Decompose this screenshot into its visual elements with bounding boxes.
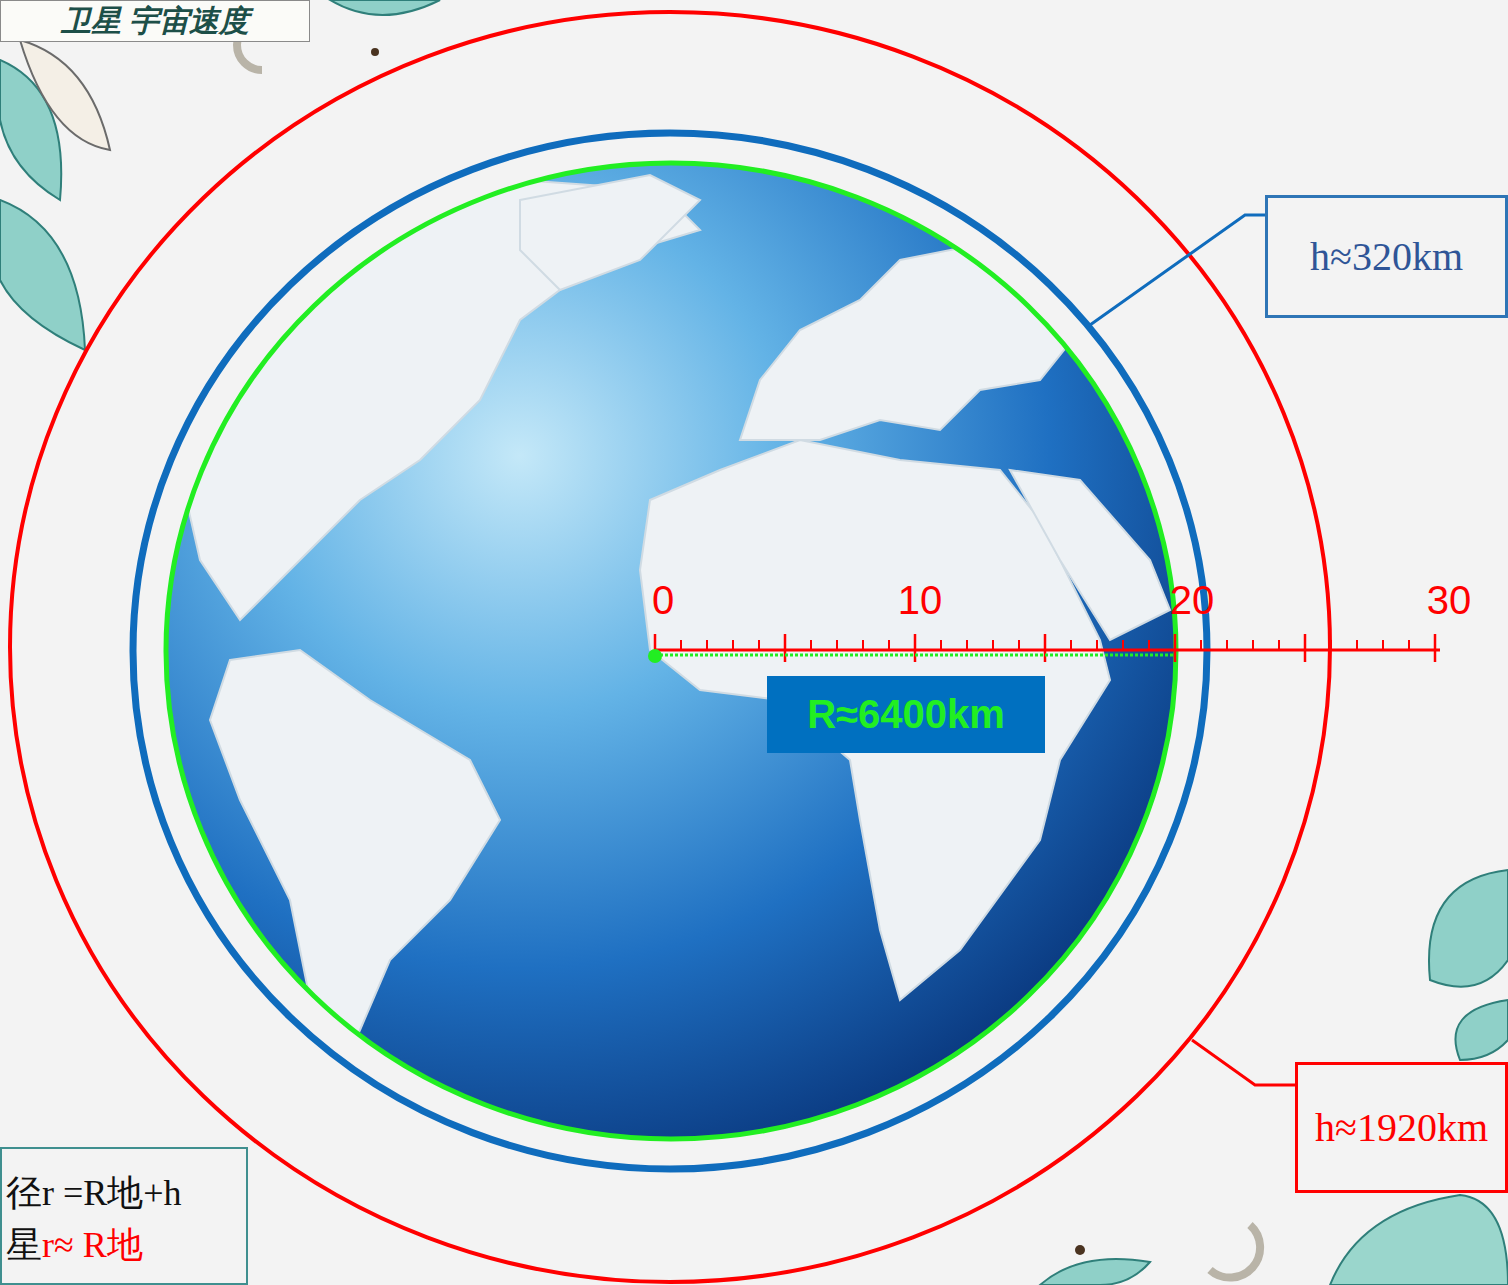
node-text: h≈1920km	[1315, 1104, 1488, 1151]
node-text: h≈320km	[1310, 233, 1463, 280]
radius-label-box: R≈6400km	[767, 676, 1045, 753]
scale-ruler	[655, 634, 1440, 662]
node-text: 径r =R地+h	[6, 1167, 236, 1219]
scale-number: 0	[652, 580, 674, 620]
dot-decoration	[1075, 1245, 1085, 1255]
callout-box: h≈320km	[1265, 195, 1508, 318]
leader-line	[1090, 215, 1265, 325]
high-orbit-circle	[10, 12, 1330, 1282]
scale-number: 30	[1427, 580, 1472, 620]
center-dot	[648, 649, 662, 663]
node-text: R≈6400km	[807, 692, 1005, 737]
leader-line	[1192, 1040, 1295, 1085]
radius-line	[655, 654, 1175, 657]
scale-number: 20	[1170, 580, 1215, 620]
node-text: 卫星 宇宙速度	[61, 1, 249, 42]
node-text: r≈ R地	[42, 1225, 143, 1265]
title-box: 卫星 宇宙速度	[0, 0, 310, 42]
formula-box: 径r =R地+h 星r≈ R地	[0, 1147, 248, 1285]
node-text: 星	[6, 1225, 42, 1265]
dot-decoration	[371, 48, 379, 56]
scale-number: 10	[898, 580, 943, 620]
callout-box: h≈1920km	[1295, 1062, 1508, 1193]
